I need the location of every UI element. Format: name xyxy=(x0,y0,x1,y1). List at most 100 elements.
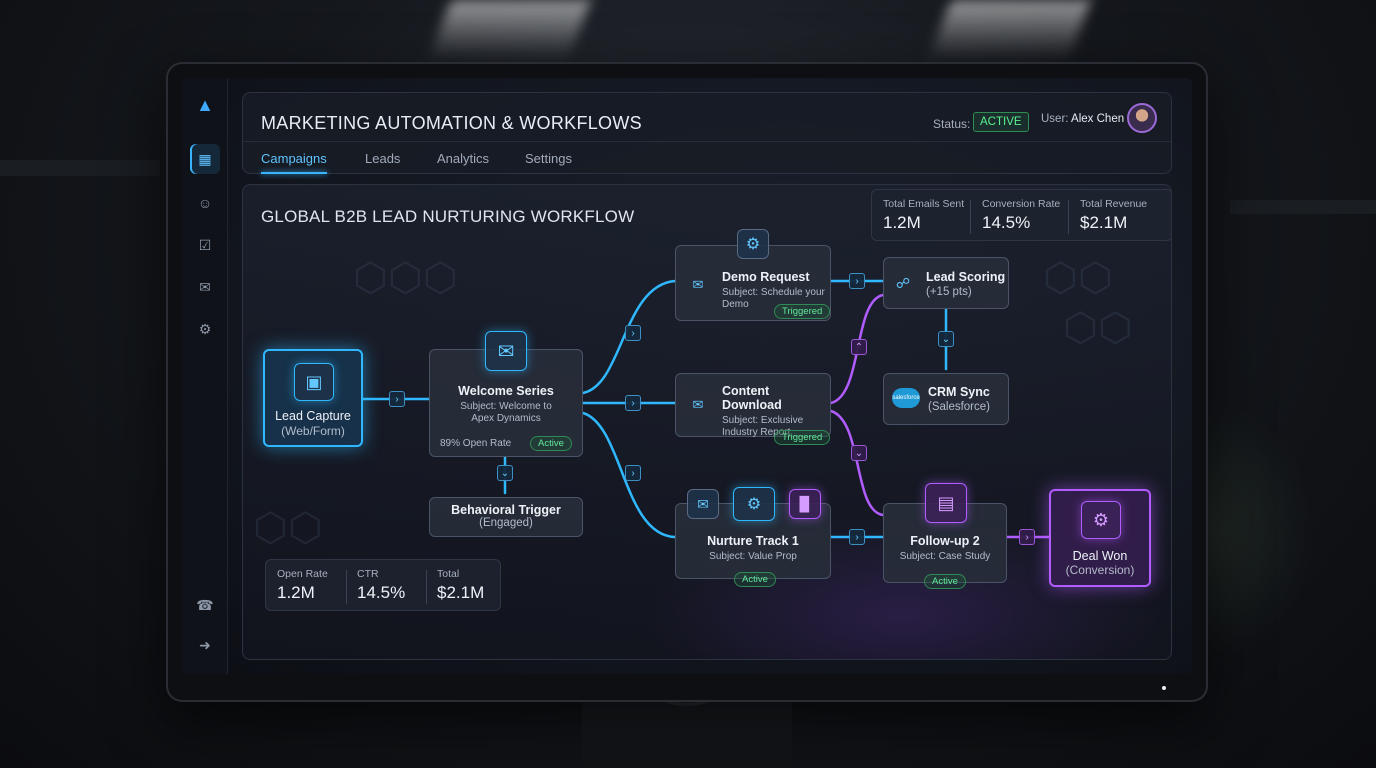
status-label: Status: xyxy=(933,117,971,131)
kpi-divider xyxy=(970,200,971,234)
connector-arrow[interactable]: › xyxy=(1019,529,1035,545)
logout-icon[interactable]: ➜ xyxy=(199,636,211,653)
mail-download-icon: ✉ xyxy=(692,397,704,412)
node-lead-capture[interactable]: ▣ Lead Capture (Web/Form) xyxy=(263,349,363,447)
link-content-followup xyxy=(829,409,885,517)
workflow-title: GLOBAL B2B LEAD NURTURING WORKFLOW xyxy=(261,207,635,226)
connector-arrow[interactable]: › xyxy=(625,465,641,481)
node-title: Behavioral Trigger xyxy=(451,503,561,517)
side-rail: ▲ ▦ ☺ ☑ ✉ ⚙ ☎ ➜ xyxy=(182,78,228,674)
screen: ▲ ▦ ☺ ☑ ✉ ⚙ ☎ ➜ MARKETING AUTOMATION & W… xyxy=(182,78,1192,674)
connector-arrow[interactable]: ⌄ xyxy=(938,331,954,347)
node-title: Content Download xyxy=(722,384,782,412)
link-welcome-demo xyxy=(581,279,677,395)
kpi-label: Total xyxy=(437,568,460,580)
nav-check-icon[interactable]: ☑ xyxy=(198,236,212,253)
connector-arrow[interactable]: ⌄ xyxy=(851,445,867,461)
node-deal-won[interactable]: ⚙ Deal Won (Conversion) xyxy=(1049,489,1151,587)
ceiling-light-left xyxy=(429,0,591,60)
node-subtitle: Subject: Schedule your xyxy=(722,287,825,298)
app-logo-icon[interactable]: ▲ xyxy=(196,94,214,115)
mail-icon: ✉ xyxy=(687,489,719,519)
node-title: Demo Request xyxy=(722,270,810,284)
kpi-value: 1.2M xyxy=(883,213,921,232)
monitor: ▲ ▦ ☺ ☑ ✉ ⚙ ☎ ➜ MARKETING AUTOMATION & W… xyxy=(168,64,1206,700)
node-subtitle: Subject: Case Study xyxy=(899,551,991,562)
tab-campaigns[interactable]: Campaigns xyxy=(261,151,327,166)
node-behavioral-trigger[interactable]: Behavioral Trigger (Engaged) xyxy=(429,497,583,537)
connector-arrow[interactable]: › xyxy=(389,391,405,407)
node-title: Follow-up 2 xyxy=(910,534,980,548)
room-shelf xyxy=(0,160,160,176)
kpi-open-rate: Open Rate 1.2M xyxy=(277,568,328,603)
node-title: Nurture Track 1 xyxy=(707,534,799,548)
tab-settings[interactable]: Settings xyxy=(525,151,572,166)
node-subtitle: (Conversion) xyxy=(1065,563,1135,577)
nav-gear-icon[interactable]: ⚙ xyxy=(198,320,212,337)
status-pill: Triggered xyxy=(774,430,831,445)
kpi-label: Total Revenue xyxy=(1080,198,1148,210)
power-indicator xyxy=(1162,686,1166,690)
node-title: Lead Capture xyxy=(275,409,351,423)
flow-branch-icon: ☍ xyxy=(895,274,911,291)
status-badge: ACTIVE xyxy=(973,112,1029,132)
status-pill: Triggered xyxy=(774,304,831,319)
tab-analytics[interactable]: Analytics xyxy=(437,151,490,166)
node-title: Welcome Series xyxy=(458,384,554,398)
workflow-canvas: ⬡⬡⬡ ⬡⬡ ⬡⬡ ⬡⬡ GLOBAL B2B LEAD NURTURING W… xyxy=(242,184,1172,660)
bar-chart-icon: ▉ xyxy=(789,489,821,519)
kpi-value: 14.5% xyxy=(982,213,1031,232)
node-welcome-series[interactable]: Welcome Series Subject: Welcome to Apex … xyxy=(429,349,583,457)
salesforce-logo-text: salesforce xyxy=(892,395,920,401)
app-title: MARKETING AUTOMATION & WORKFLOWS xyxy=(261,113,642,133)
kpi-label: Total Emails Sent xyxy=(883,198,965,210)
link-welcome-nurture xyxy=(581,411,677,539)
mail-icon: ✉ xyxy=(485,331,527,371)
tab-leads[interactable]: Leads xyxy=(365,151,401,166)
connector-arrow[interactable]: › xyxy=(625,395,641,411)
connector-arrow[interactable]: › xyxy=(849,273,865,289)
node-subtitle: Apex Dynamics xyxy=(471,413,541,424)
kpi-emails-sent: Total Emails Sent 1.2M xyxy=(883,198,964,233)
node-content-download[interactable]: ✉ Content Download Subject: Exclusive In… xyxy=(675,373,831,445)
node-crm-sync[interactable]: salesforce CRM Sync (Salesforce) xyxy=(883,373,1009,425)
node-subtitle: Subject: Exclusive xyxy=(722,415,804,426)
connector-arrow[interactable]: › xyxy=(625,325,641,341)
kpi-label: CTR xyxy=(357,568,379,580)
kpi-divider xyxy=(346,570,347,604)
nav-grid-icon[interactable]: ▦ xyxy=(190,144,220,174)
node-subtitle: Subject: Welcome to xyxy=(460,401,552,412)
kpi-label: Open Rate xyxy=(277,568,328,580)
kpi-value: 1.2M xyxy=(277,583,315,602)
app-header: MARKETING AUTOMATION & WORKFLOWS Status:… xyxy=(242,92,1172,174)
status-pill: Active xyxy=(734,572,776,587)
avatar[interactable] xyxy=(1127,103,1157,133)
kpi-divider xyxy=(1068,200,1069,234)
node-lead-scoring[interactable]: ☍ Lead Scoring (+15 pts) xyxy=(883,257,1009,309)
node-subtitle: (+15 pts) xyxy=(926,286,972,298)
support-icon[interactable]: ☎ xyxy=(196,596,214,613)
connector-arrow[interactable]: ⌃ xyxy=(851,339,867,355)
badge-icon: ⚙ xyxy=(1081,501,1121,539)
open-rate-metric: 89% Open Rate xyxy=(440,438,512,449)
mail-icon: ✉ xyxy=(692,277,704,292)
nav-chat-icon[interactable]: ✉ xyxy=(199,278,211,295)
user-label: User: xyxy=(1041,113,1069,125)
kpi-label: Conversion Rate xyxy=(982,198,1061,210)
connector-arrow[interactable]: ⌄ xyxy=(497,465,513,481)
user-name: Alex Chen xyxy=(1071,113,1125,125)
salesforce-logo-icon: salesforce xyxy=(892,388,920,408)
kpi-conversion-rate: Conversion Rate 14.5% xyxy=(982,198,1060,233)
active-tab-indicator xyxy=(261,172,327,174)
connector-arrow[interactable]: › xyxy=(849,529,865,545)
ceiling-light-right xyxy=(929,0,1091,60)
kpi-value: 14.5% xyxy=(357,583,406,602)
form-icon: ▣ xyxy=(294,363,334,401)
bottom-kpi-panel: Open Rate 1.2M CTR 14.5% Total $2.1M xyxy=(265,559,501,611)
gears-icon: ⚙ xyxy=(733,487,775,521)
hex-pattern: ⬡⬡ xyxy=(1063,306,1133,350)
kpi-ctr: CTR 14.5% xyxy=(357,568,405,603)
node-title: Deal Won xyxy=(1072,549,1128,563)
node-subtitle: Demo xyxy=(722,299,749,310)
nav-users-icon[interactable]: ☺ xyxy=(197,195,213,211)
